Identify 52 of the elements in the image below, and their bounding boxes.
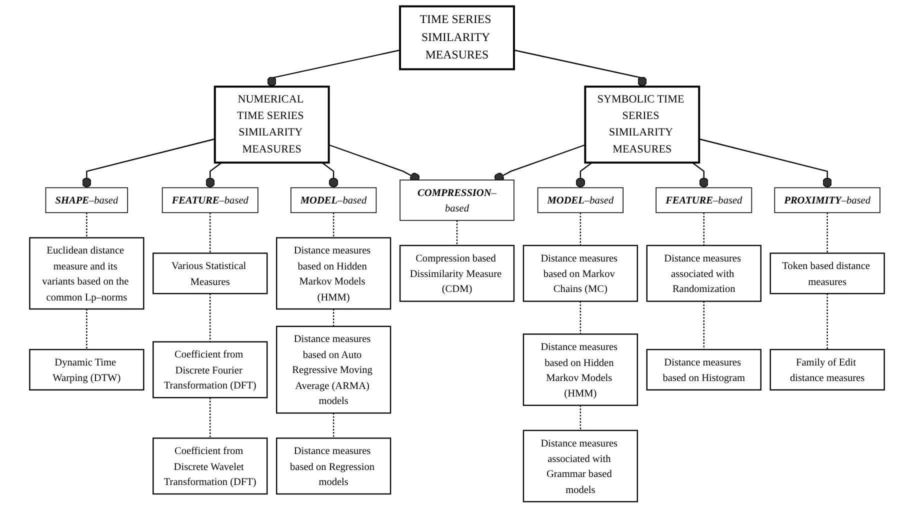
node-box: Coefficient from Discrete Fourier Transformation (DFT) [152,341,268,398]
node-box: MODEL–based [290,187,377,214]
connector [456,220,458,246]
connector [494,144,586,182]
node-box: Compression based Dissimilarity Measure (CDM) [399,244,515,302]
node-box: Distance measures based on Hidden Markov Models (HMM) [276,237,392,310]
connector [692,162,709,188]
connector [698,138,832,188]
connector [328,144,420,182]
node-box: Euclidean distance measure and its variants based on the common Lp–norms [29,237,144,310]
connector [332,413,334,438]
connector [703,301,704,350]
node-box: SHAPE–based [45,187,128,214]
connector [576,162,592,188]
node-box: NUMERICAL TIME SERIES SIMILARITY MEASURES [214,86,330,164]
connector [580,212,582,246]
connector [580,405,582,430]
node-box: PROXIMITY–based [774,187,880,214]
connector [580,301,582,334]
node-box: Token based distance measures [770,252,885,294]
node-box: Distance measures based on Histogram [646,348,762,390]
connector [322,162,338,188]
node-box: TIME SERIES SIMILARITY MEASURES [399,5,515,70]
node-box: Distance measures based on Markov Chains (MC) [522,244,638,302]
connector [514,50,647,87]
connector [703,212,704,246]
node-box: Various Statistical Measures [152,252,268,294]
node-box: Family of Edit distance measures [770,348,885,390]
connector [86,309,88,350]
node-box: Distance measures based on Auto Regressive Moving Average (ARMA) models [276,326,392,414]
connector [332,309,334,326]
connector [205,162,222,188]
connector [86,212,88,238]
node-box: Dynamic Time Warping (DTW) [29,348,144,390]
node-box: FEATURE–based [656,187,752,214]
connector [210,212,211,254]
connector [826,212,828,254]
node-box: Distance measures associated with Randomization [646,244,762,302]
node-box: MODEL–based [537,187,624,214]
connector [82,138,216,188]
node-box: FEATURE–based [162,187,258,214]
connector [267,50,400,87]
connector [826,294,828,350]
node-box: Coefficient from Discrete Wavelet Transformation (DFT) [152,438,268,495]
node-box: COMPRESSION–based [400,180,514,221]
node-box: SYMBOLIC TIME SERIES SIMILARITY MEASURES [584,86,700,164]
connector [210,294,211,342]
connector [332,212,334,238]
node-box: Distance measures based on Hidden Markov Models (HMM) [522,334,638,406]
connector [210,398,211,438]
node-box: Distance measures based on Regression models [276,438,392,495]
node-box: Distance measures associated with Grammar based models [522,430,638,502]
